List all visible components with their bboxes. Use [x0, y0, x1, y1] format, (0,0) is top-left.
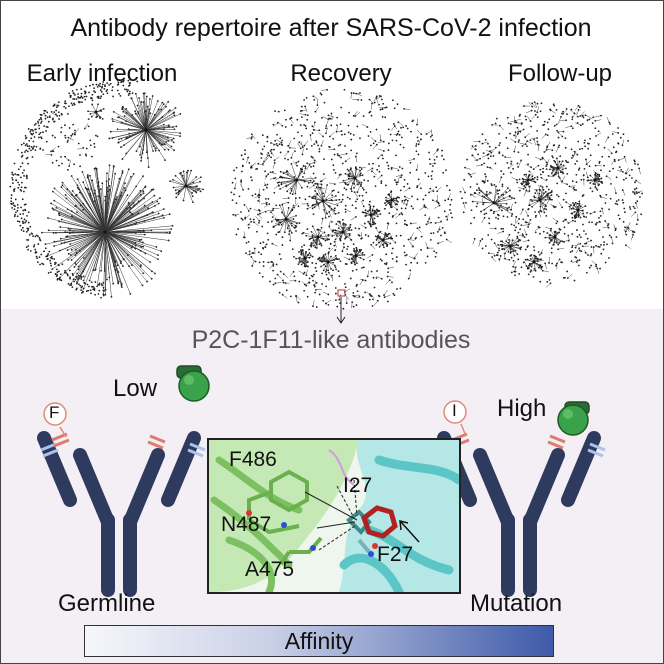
affinity-gradient-bar: Affinity: [84, 625, 554, 657]
germline-residue-label: F: [49, 403, 60, 422]
structure-artwork: [209, 440, 459, 592]
germline-antibody: [37, 402, 206, 597]
mutation-residue-circle: [443, 400, 467, 424]
network-follow-up: [459, 101, 644, 288]
antigen-high-binding: [557, 401, 590, 436]
network-label-early: Early infection: [26, 60, 178, 87]
binding-high-label: High: [497, 395, 547, 422]
germline-label: Germline: [58, 590, 156, 617]
zoom-arrow-head: [336, 316, 346, 324]
zoom-box: [337, 289, 346, 297]
binding-low-label: Low: [113, 375, 158, 402]
antigen-low-binding: [176, 365, 210, 402]
affinity-label: Affinity: [284, 628, 354, 654]
residue-n487: N487: [221, 513, 272, 536]
figure-title: Antibody repertoire after SARS-CoV-2 inf…: [70, 14, 592, 42]
lower-panel-title: P2C-1F11-like antibodies: [191, 326, 471, 354]
repertoire-panel: [0, 0, 664, 310]
residue-a475: A475: [245, 558, 295, 581]
residue-f27: F27: [377, 543, 414, 566]
structure-inset: F486 I27 N487 F27 A475: [207, 438, 461, 594]
mutation-label: Mutation: [470, 590, 563, 617]
mutation-residue-label: I: [452, 401, 457, 420]
residue-f486: F486: [229, 448, 277, 471]
network-label-follow-up: Follow-up: [507, 60, 613, 87]
network-label-recovery: Recovery: [290, 60, 392, 87]
network-early-infection: [9, 79, 204, 299]
network-recovery: [230, 88, 454, 310]
residue-i27: I27: [343, 474, 373, 497]
germline-residue-circle: [43, 402, 67, 426]
